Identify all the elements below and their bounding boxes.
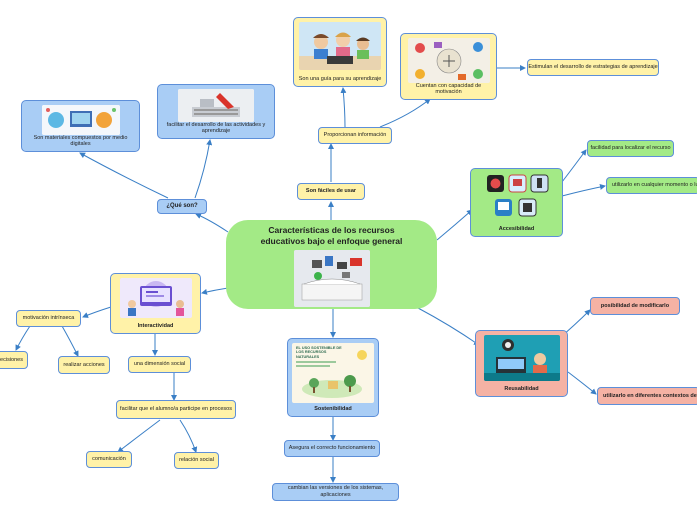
materiales-card[interactable]: Son materiales compuestos por medio digi… bbox=[21, 100, 140, 152]
sostenibilidad-card[interactable]: EL USO SOSTENIBLE DE LOS RECURSOS NATURA… bbox=[287, 338, 379, 417]
capacidad-illustration bbox=[407, 38, 490, 83]
asegura-node[interactable]: Asegura el correcto funcionamiento bbox=[284, 440, 380, 457]
guia-card[interactable]: Son una guía para su aprendizaje bbox=[293, 17, 387, 87]
accesibilidad-illustration bbox=[480, 173, 553, 221]
materiales-label: Son materiales compuestos por medio digi… bbox=[33, 135, 128, 147]
interactividad-card[interactable]: Interactividad bbox=[110, 273, 201, 334]
accesibilidad-label: Accesibilidad bbox=[498, 226, 535, 232]
central-title: Características de los recursos educativ… bbox=[260, 225, 403, 246]
faciles-node[interactable]: Son fáciles de usar bbox=[297, 183, 365, 200]
central-topic[interactable]: Características de los recursos educativ… bbox=[226, 220, 437, 309]
interactividad-illustration bbox=[119, 278, 192, 318]
decisiones-node[interactable]: decisiones bbox=[0, 351, 28, 369]
acciones-node[interactable]: realizar acciones bbox=[58, 356, 110, 374]
motivacion-node[interactable]: motivación intrínseca bbox=[16, 310, 81, 327]
facilidad-node[interactable]: facilidad para localizar el recurso bbox=[587, 140, 674, 157]
posibilidad-node[interactable]: posibilidad de modificarlo bbox=[590, 297, 680, 315]
cambian-node[interactable]: cambian las versiones de los sistemas, a… bbox=[272, 483, 399, 501]
utilizarlo-lugar-node[interactable]: utilizarlo en cualquier momento o lugar bbox=[606, 177, 697, 194]
comunicacion-node[interactable]: comunicación bbox=[86, 451, 132, 468]
que-son-node[interactable]: ¿Qué son? bbox=[157, 199, 207, 214]
accesibilidad-card[interactable]: Accesibilidad bbox=[470, 168, 563, 237]
guia-illustration bbox=[299, 22, 381, 70]
capacidad-label: Cuentan con capacidad de motivación bbox=[415, 83, 482, 95]
guia-label: Son una guía para su aprendizaje bbox=[298, 76, 382, 82]
poster-title: EL USO SOSTENIBLE DE LOS RECURSOS NATURA… bbox=[296, 346, 342, 359]
sostenibilidad-label: Sostenibilidad bbox=[314, 406, 352, 412]
proporcionan-node[interactable]: Proporcionan información bbox=[318, 127, 392, 144]
reusabilidad-card[interactable]: Reusabilidad bbox=[475, 330, 568, 397]
reusabilidad-label: Reusabilidad bbox=[504, 386, 539, 392]
relacion-node[interactable]: relación social bbox=[174, 452, 219, 469]
materiales-illustration bbox=[41, 105, 120, 135]
interactividad-label: Interactividad bbox=[137, 323, 174, 329]
sostenibilidad-poster: EL USO SOSTENIBLE DE LOS RECURSOS NATURA… bbox=[292, 343, 374, 403]
capacidad-card[interactable]: Cuentan con capacidad de motivación bbox=[400, 33, 497, 100]
facilitar-illustration bbox=[178, 89, 254, 122]
facilitar-card[interactable]: facilitar el desarrollo de las actividad… bbox=[157, 84, 275, 139]
central-illustration bbox=[293, 250, 370, 308]
facilitar-label: facilitar el desarrollo de las actividad… bbox=[166, 122, 266, 134]
dimension-node[interactable]: una dimensión social bbox=[128, 356, 191, 373]
contextos-node[interactable]: utilizarlo en diferentes contextos de ap… bbox=[597, 387, 697, 405]
facilitar-participe-node[interactable]: facilitar que el alumno/a participe en p… bbox=[116, 400, 236, 419]
estimulan-node[interactable]: Estimulan el desarrollo de estrategias d… bbox=[527, 59, 659, 76]
reusabilidad-illustration bbox=[483, 335, 560, 381]
